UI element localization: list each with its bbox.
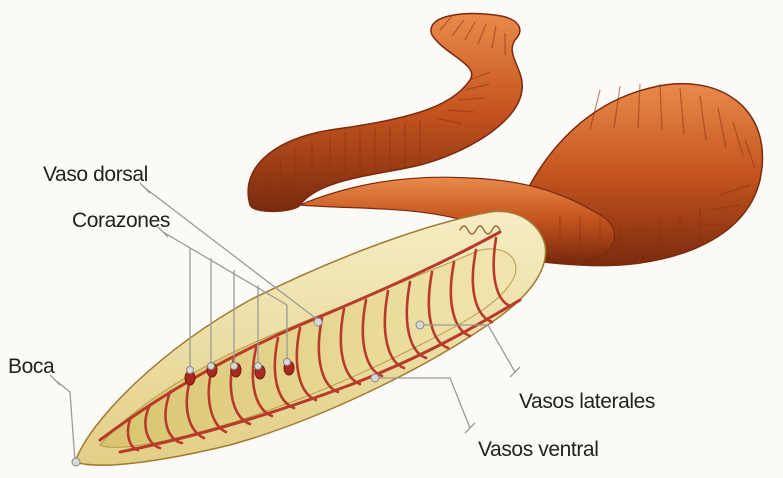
- vasos-ventral-leader: [375, 378, 470, 428]
- boca-leader: [55, 380, 75, 462]
- corazones-leader: [163, 232, 287, 305]
- label-vaso-dorsal: Vaso dorsal: [43, 163, 148, 187]
- label-corazones: Corazones: [72, 209, 170, 233]
- label-vasos-ventral: Vasos ventral: [478, 438, 598, 462]
- label-vasos-laterales: Vasos laterales: [519, 390, 655, 414]
- label-boca: Boca: [8, 355, 54, 379]
